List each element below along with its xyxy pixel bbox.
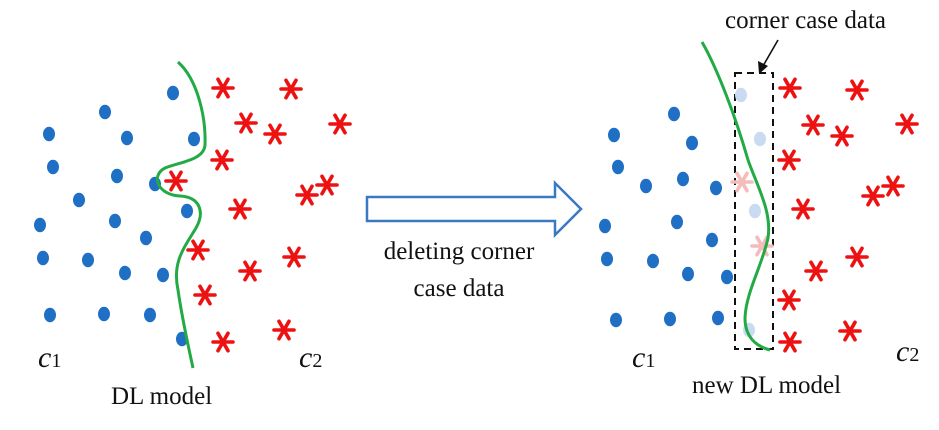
left-caption: DL model [111, 383, 212, 410]
left-decision-boundary [155, 60, 207, 369]
removed-class1-dot [735, 87, 747, 103]
class1-dot [99, 104, 111, 120]
left-class1-points [34, 85, 200, 347]
class2-star [164, 170, 188, 192]
class2-star [778, 331, 802, 353]
class1-dot [73, 192, 85, 208]
class2-star [211, 331, 235, 353]
class2-star [295, 184, 319, 206]
class1-dot [82, 252, 94, 268]
right-decision-boundary [700, 41, 771, 352]
callout-pointer [758, 39, 779, 74]
right-class2-label: c2 [896, 335, 919, 368]
class1-dot [188, 131, 200, 147]
right-class1-label: c1 [632, 341, 655, 374]
right-class1-points [599, 106, 733, 328]
class2-star [801, 114, 825, 136]
class2-star [861, 185, 885, 207]
class1-dot [599, 218, 611, 234]
class1-dot [640, 178, 652, 194]
right-class2-points [777, 77, 919, 353]
class2-star [211, 77, 235, 99]
class2-star [210, 149, 234, 171]
class1-dot [167, 85, 179, 101]
class1-dot [610, 312, 622, 328]
class2-star [238, 260, 262, 282]
class1-dot [121, 130, 133, 146]
class2-star [881, 175, 905, 197]
class1-dot [686, 135, 698, 151]
class1-dot [144, 307, 156, 323]
class1-dot [671, 214, 683, 230]
class2-star [328, 113, 352, 135]
arrow-label-line1: deleting corner [384, 238, 535, 265]
class1-dot [712, 310, 724, 326]
class2-star [791, 198, 815, 220]
class1-dot [34, 217, 46, 233]
class1-dot [721, 269, 733, 285]
right-arrow-icon [365, 179, 583, 239]
class1-dot [706, 232, 718, 248]
class2-star [263, 123, 287, 145]
class1-dot [677, 171, 689, 187]
left-class1-label: c1 [38, 341, 61, 374]
class2-star [279, 78, 303, 100]
class1-dot [710, 180, 722, 196]
class2-star [272, 319, 296, 341]
removed-corner-case-points [730, 87, 774, 338]
left-class2-points [164, 77, 352, 353]
class2-star [282, 246, 306, 268]
class2-star [845, 246, 869, 268]
removed-class1-dot [749, 203, 761, 219]
class2-star [228, 198, 252, 220]
corner-case-region [734, 72, 774, 350]
class1-dot [647, 253, 659, 269]
class1-dot [109, 213, 121, 229]
class1-dot [44, 307, 56, 323]
removed-class2-star [730, 171, 754, 193]
class1-dot [601, 251, 613, 267]
class1-dot [157, 267, 169, 283]
class1-dot [668, 106, 680, 122]
arrow-label-line2: case data [414, 275, 505, 302]
left-class2-label: c2 [299, 341, 322, 374]
class1-dot [612, 159, 624, 175]
right-caption: new DL model [692, 372, 841, 399]
removed-class1-dot [754, 131, 766, 147]
class2-star [777, 289, 801, 311]
class2-star [315, 174, 339, 196]
class2-star [777, 149, 801, 171]
class2-star [186, 239, 210, 261]
class2-star [838, 320, 862, 342]
class1-dot [682, 266, 694, 282]
class2-star [234, 112, 258, 134]
class1-dot [664, 311, 676, 327]
class2-star [193, 284, 217, 306]
callout-label: corner case data [725, 7, 886, 34]
class1-dot [98, 306, 110, 322]
class2-star [778, 77, 802, 99]
class1-dot [140, 230, 152, 246]
class2-star [830, 125, 854, 147]
class1-dot [47, 159, 59, 175]
transition-arrow: deleting corner case data [365, 179, 583, 302]
class2-star [895, 113, 919, 135]
class1-dot [608, 127, 620, 143]
class1-dot [37, 250, 49, 266]
class1-dot [119, 265, 131, 281]
class2-star [804, 260, 828, 282]
class1-dot [181, 203, 193, 219]
class2-star [845, 79, 869, 101]
right-panel: corner case data c1 c2 new DL model [599, 7, 919, 399]
class1-dot [43, 126, 55, 142]
class1-dot [111, 168, 123, 184]
left-panel: c1 c2 DL model [34, 60, 352, 410]
